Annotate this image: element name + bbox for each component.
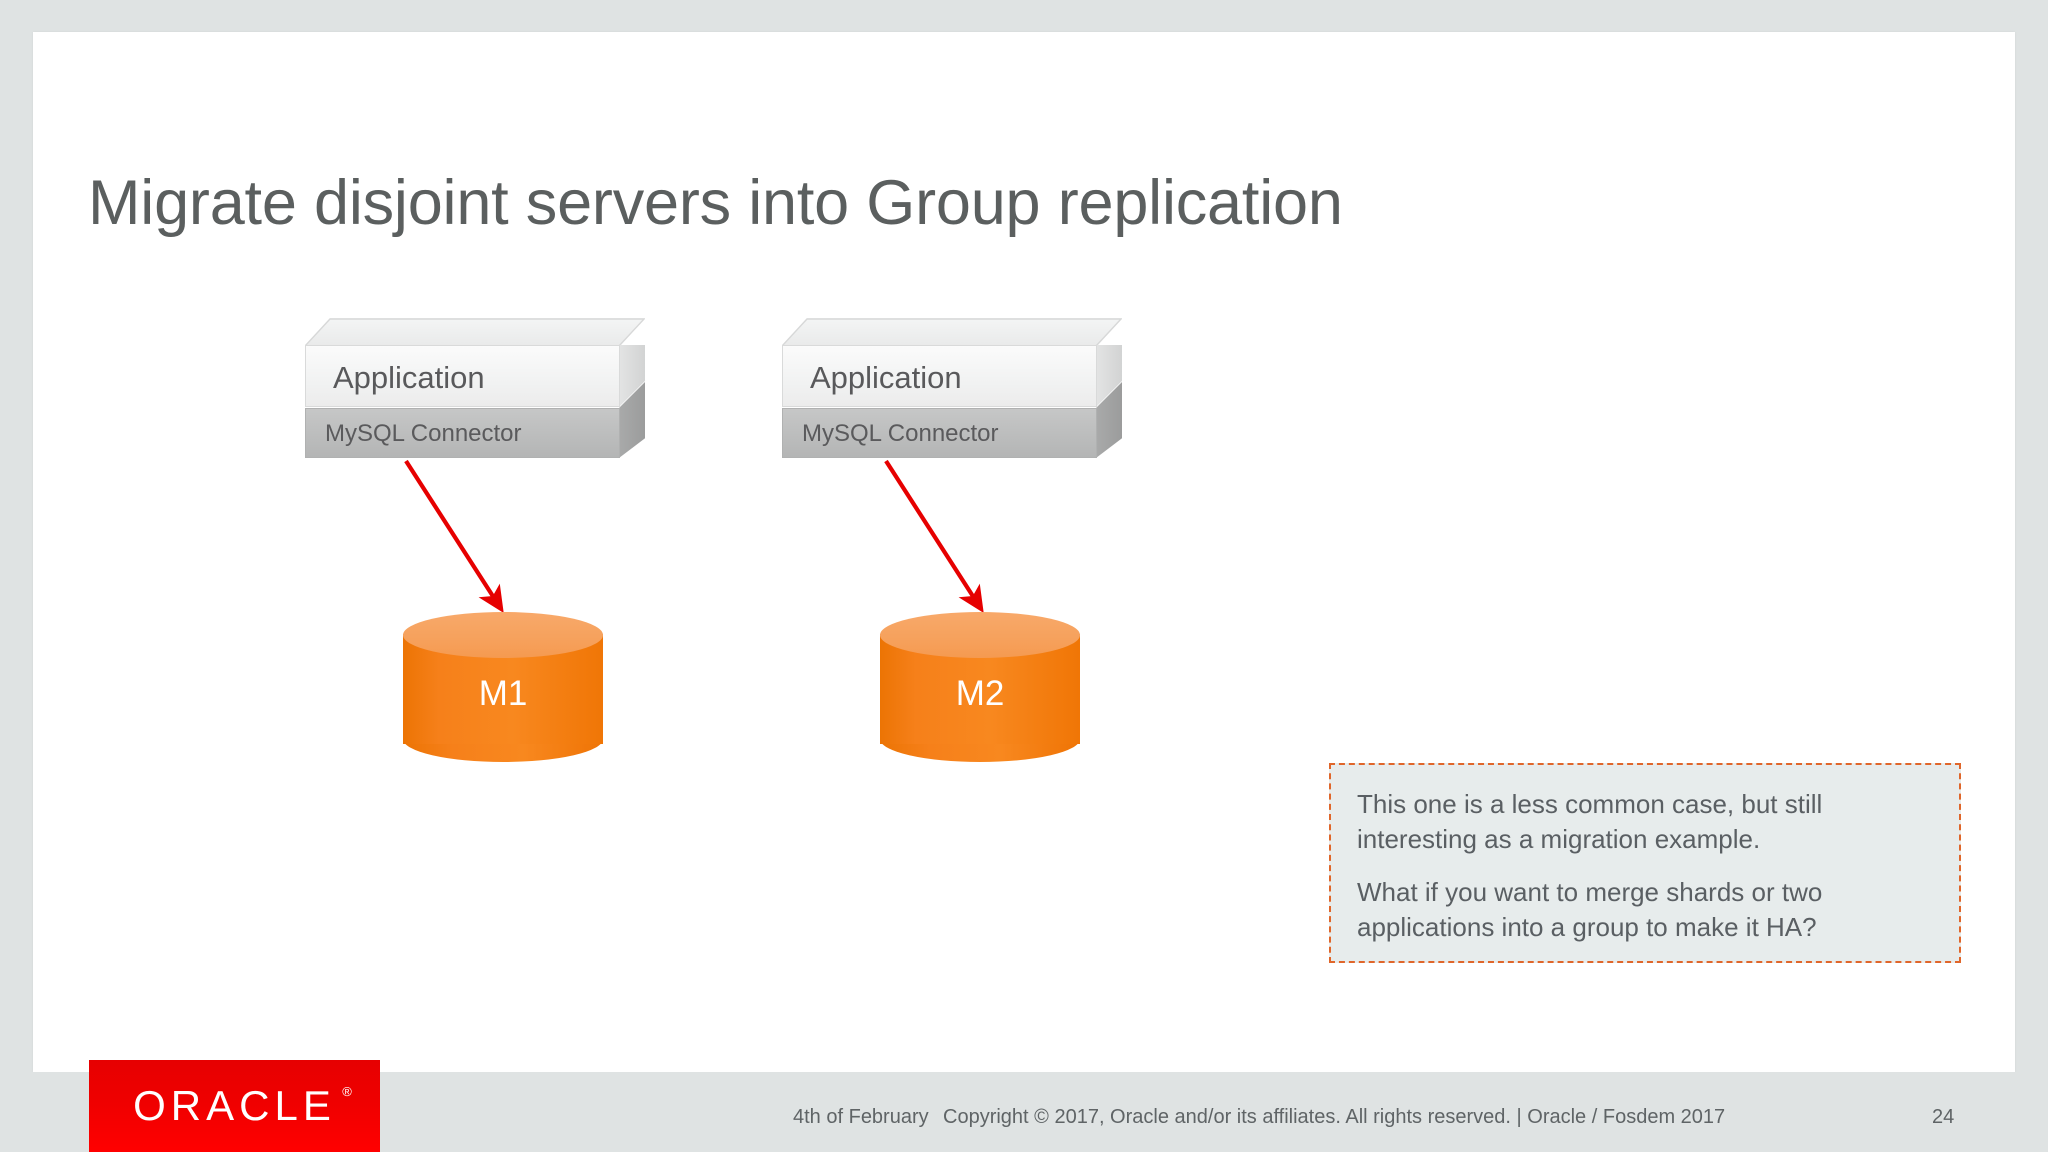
application-box-front-face xyxy=(305,345,620,407)
oracle-wordmark-text: ORACLE xyxy=(133,1082,336,1129)
cylinder-top-ellipse xyxy=(403,612,603,658)
application-lid-outline xyxy=(305,318,645,347)
application-lid-outline xyxy=(782,318,1122,347)
callout-paragraph-1: This one is a less common case, but stil… xyxy=(1357,789,1823,855)
connector-label: MySQL Connector xyxy=(802,420,999,447)
database-cylinder-m2: M2 xyxy=(880,612,1080,767)
arrow-right-connector-to-db xyxy=(884,459,984,614)
registered-trademark-icon: ® xyxy=(342,1084,352,1099)
application-label: Application xyxy=(333,360,485,395)
footer-copyright: Copyright © 2017, Oracle and/or its affi… xyxy=(943,1106,1726,1128)
page-number: 24 xyxy=(1932,1106,1955,1128)
application-label: Application xyxy=(810,360,962,395)
page-title: Migrate disjoint servers into Group repl… xyxy=(88,168,1343,239)
connector-box-front-face xyxy=(782,408,1097,458)
arrow-left-connector-to-db xyxy=(404,459,504,614)
connector-label: MySQL Connector xyxy=(325,420,522,447)
database-cylinder-m1: M1 xyxy=(403,612,603,767)
callout-note: This one is a less common case, but stil… xyxy=(1329,763,1961,963)
database-label: M1 xyxy=(478,674,528,713)
cylinder-top-ellipse xyxy=(880,612,1080,658)
app-stack-right: Application MySQL Connector xyxy=(782,318,1122,458)
app-stack-left: Application MySQL Connector xyxy=(305,318,645,458)
oracle-logo: ORACLE ® xyxy=(89,1060,380,1152)
application-box-front-face xyxy=(782,345,1097,407)
footer-date: 4th of February xyxy=(793,1106,929,1128)
database-label: M2 xyxy=(955,674,1005,713)
oracle-wordmark: ORACLE ® xyxy=(133,1082,352,1130)
connector-box-front-face xyxy=(305,408,620,458)
callout-paragraph-2: What if you want to merge shards or two … xyxy=(1357,877,1823,943)
